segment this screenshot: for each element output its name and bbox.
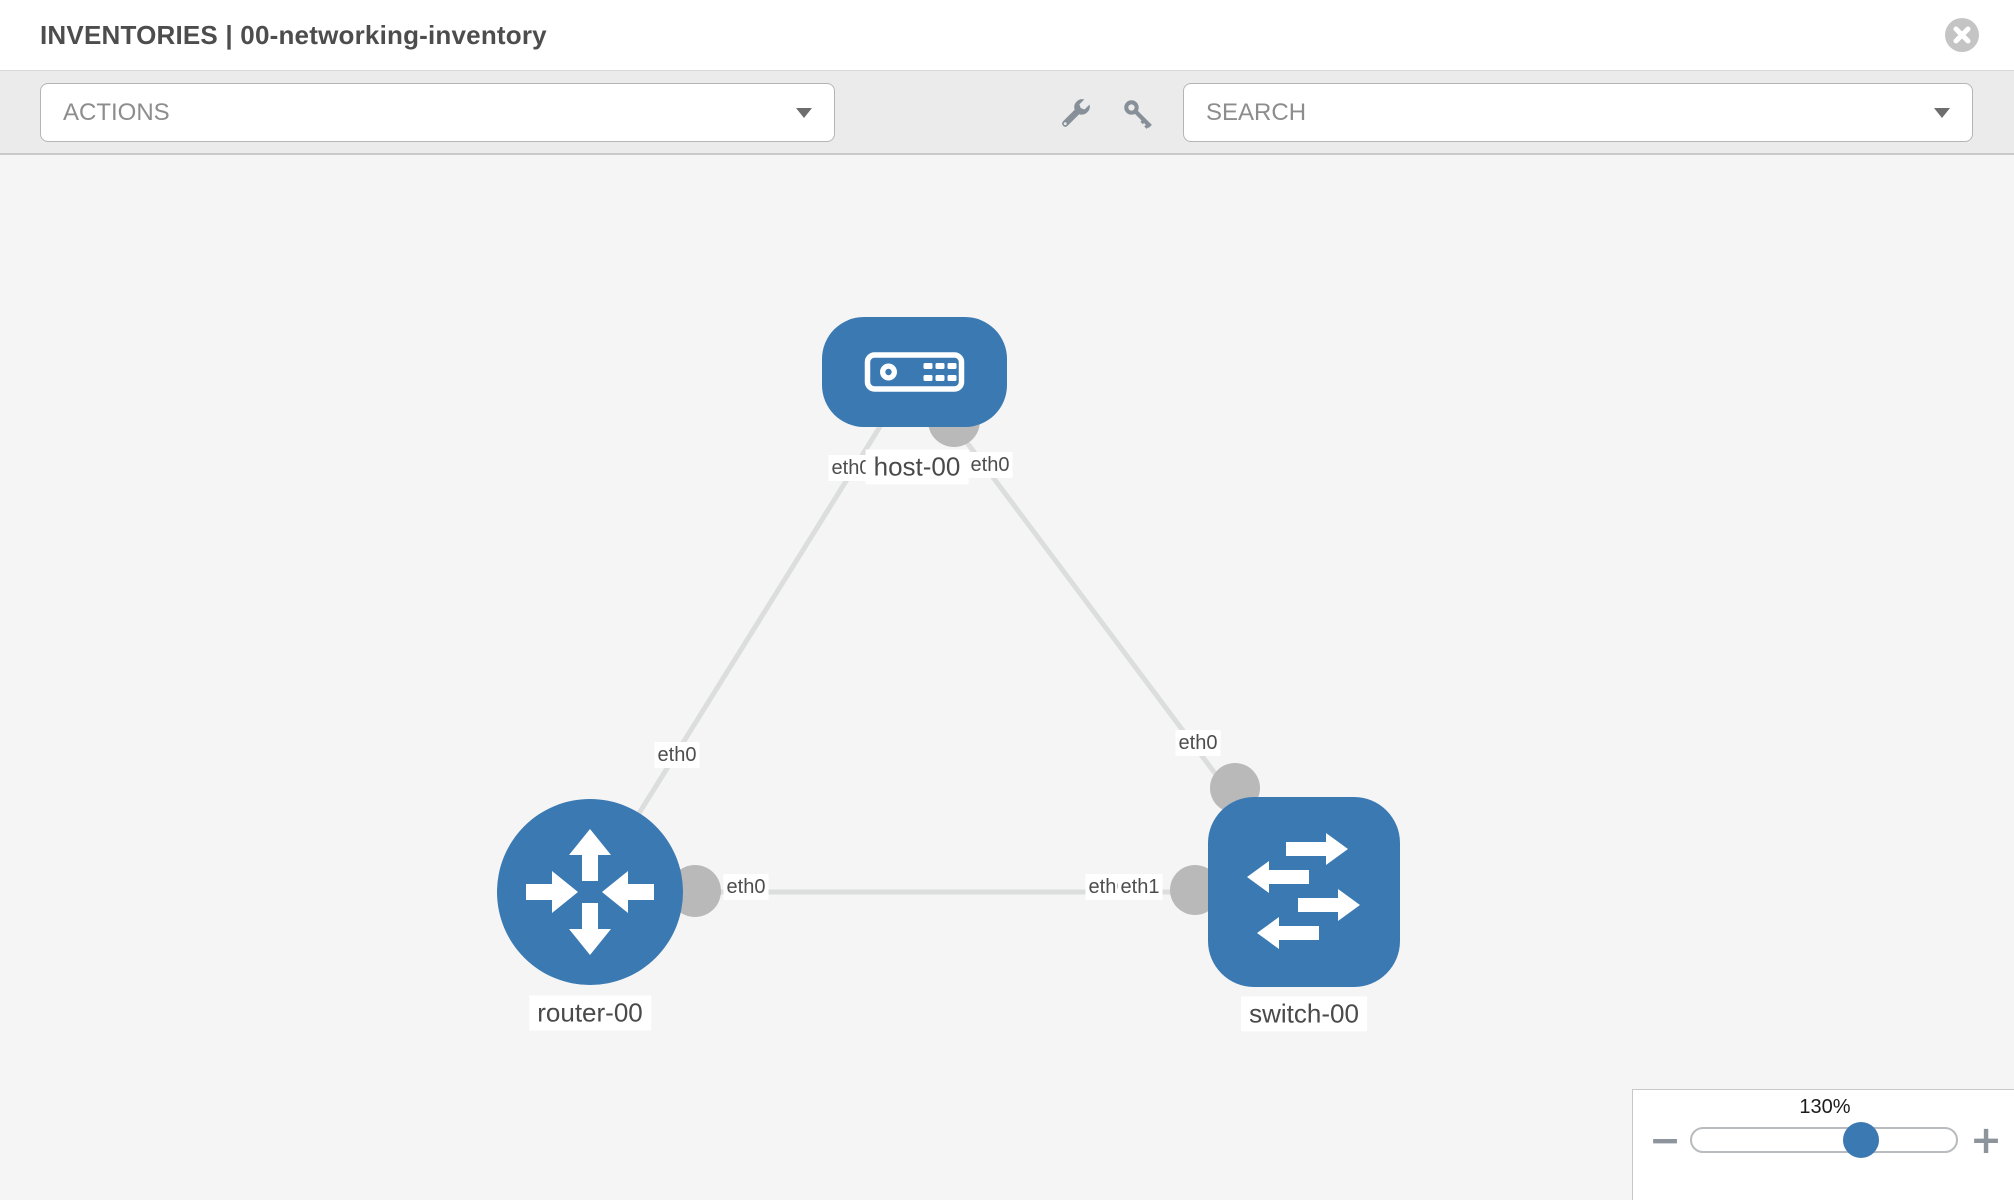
page-header: INVENTORIES | 00-networking-inventory [0, 0, 2014, 71]
node-label-host-00[interactable]: host-00 [865, 449, 969, 485]
node-host-00[interactable] [822, 317, 1007, 427]
configure-button[interactable] [1052, 92, 1096, 136]
node-label-router-00[interactable]: router-00 [529, 995, 651, 1031]
router-icon [526, 829, 654, 955]
page-title: INVENTORIES | 00-networking-inventory [40, 19, 547, 50]
host-icon [864, 352, 965, 392]
credentials-button[interactable] [1116, 92, 1160, 136]
zoom-slider[interactable] [1690, 1122, 1958, 1158]
node-switch-00[interactable] [1208, 797, 1400, 987]
topology-svg [497, 317, 1400, 987]
actions-dropdown[interactable]: ACTIONS [40, 83, 835, 142]
search-dropdown-label: SEARCH [1206, 98, 1307, 126]
link-endpoint [1170, 865, 1220, 915]
close-button[interactable] [1944, 17, 1980, 53]
zoom-in-button[interactable]: + [1966, 1118, 2006, 1162]
node-label-switch-00[interactable]: switch-00 [1241, 996, 1367, 1032]
zoom-out-button[interactable]: − [1645, 1118, 1685, 1162]
switch-icon [1247, 833, 1360, 949]
toolbar: ACTIONS SEARCH [0, 71, 2014, 155]
actions-dropdown-label: ACTIONS [63, 98, 170, 126]
chevron-down-icon [796, 107, 812, 118]
node-router-00[interactable] [497, 799, 683, 985]
key-icon [1124, 100, 1152, 129]
wrench-icon [1062, 99, 1090, 127]
zoom-percentage: 130% [1799, 1096, 1851, 1118]
times-circle-icon [1945, 18, 1979, 52]
chevron-down-icon [1934, 107, 1950, 118]
search-dropdown[interactable]: SEARCH [1183, 83, 1973, 142]
zoom-panel: 130% − + [1632, 1089, 2014, 1200]
zoom-slider-handle[interactable] [1842, 1122, 1879, 1158]
